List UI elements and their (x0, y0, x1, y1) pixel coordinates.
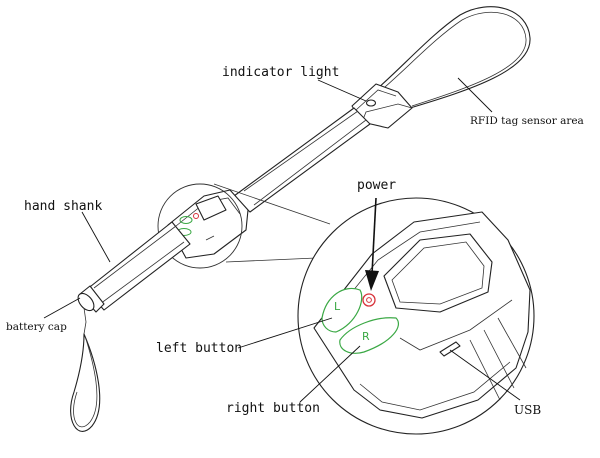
reader-shaft (233, 107, 371, 213)
label-usb: USB (514, 403, 541, 417)
right-button[interactable]: R (339, 317, 399, 354)
leader-left-button (237, 317, 333, 349)
leader-usb (449, 349, 521, 401)
label-power: power (357, 178, 396, 193)
magnified-detail: L R (297, 197, 535, 435)
right-button-letter: R (362, 330, 370, 343)
leader-indicator-light (317, 79, 367, 102)
battery-cap (77, 285, 105, 313)
label-left-button: left button (156, 341, 242, 356)
rfid-sensor-paddle (369, 6, 531, 109)
usb-port (439, 341, 461, 357)
label-rfid-area: RFID tag sensor area (470, 115, 584, 127)
leader-battery-cap (43, 297, 81, 319)
hand-shank (85, 221, 191, 311)
leader-rfid (457, 77, 493, 113)
label-hand-shank: hand shank (24, 199, 102, 214)
label-battery-cap: battery cap (6, 321, 67, 333)
leader-right-button (299, 345, 361, 403)
left-button-letter: L (334, 300, 341, 313)
wrist-strap (70, 307, 101, 432)
indicator-light-icon (365, 99, 377, 107)
label-right-button: right button (226, 401, 320, 416)
left-button[interactable]: L (321, 287, 363, 333)
leader-hand-shank (81, 211, 111, 263)
power-arrow-icon (365, 197, 379, 291)
label-indicator-light: indicator light (222, 65, 339, 80)
power-button[interactable] (362, 293, 376, 307)
